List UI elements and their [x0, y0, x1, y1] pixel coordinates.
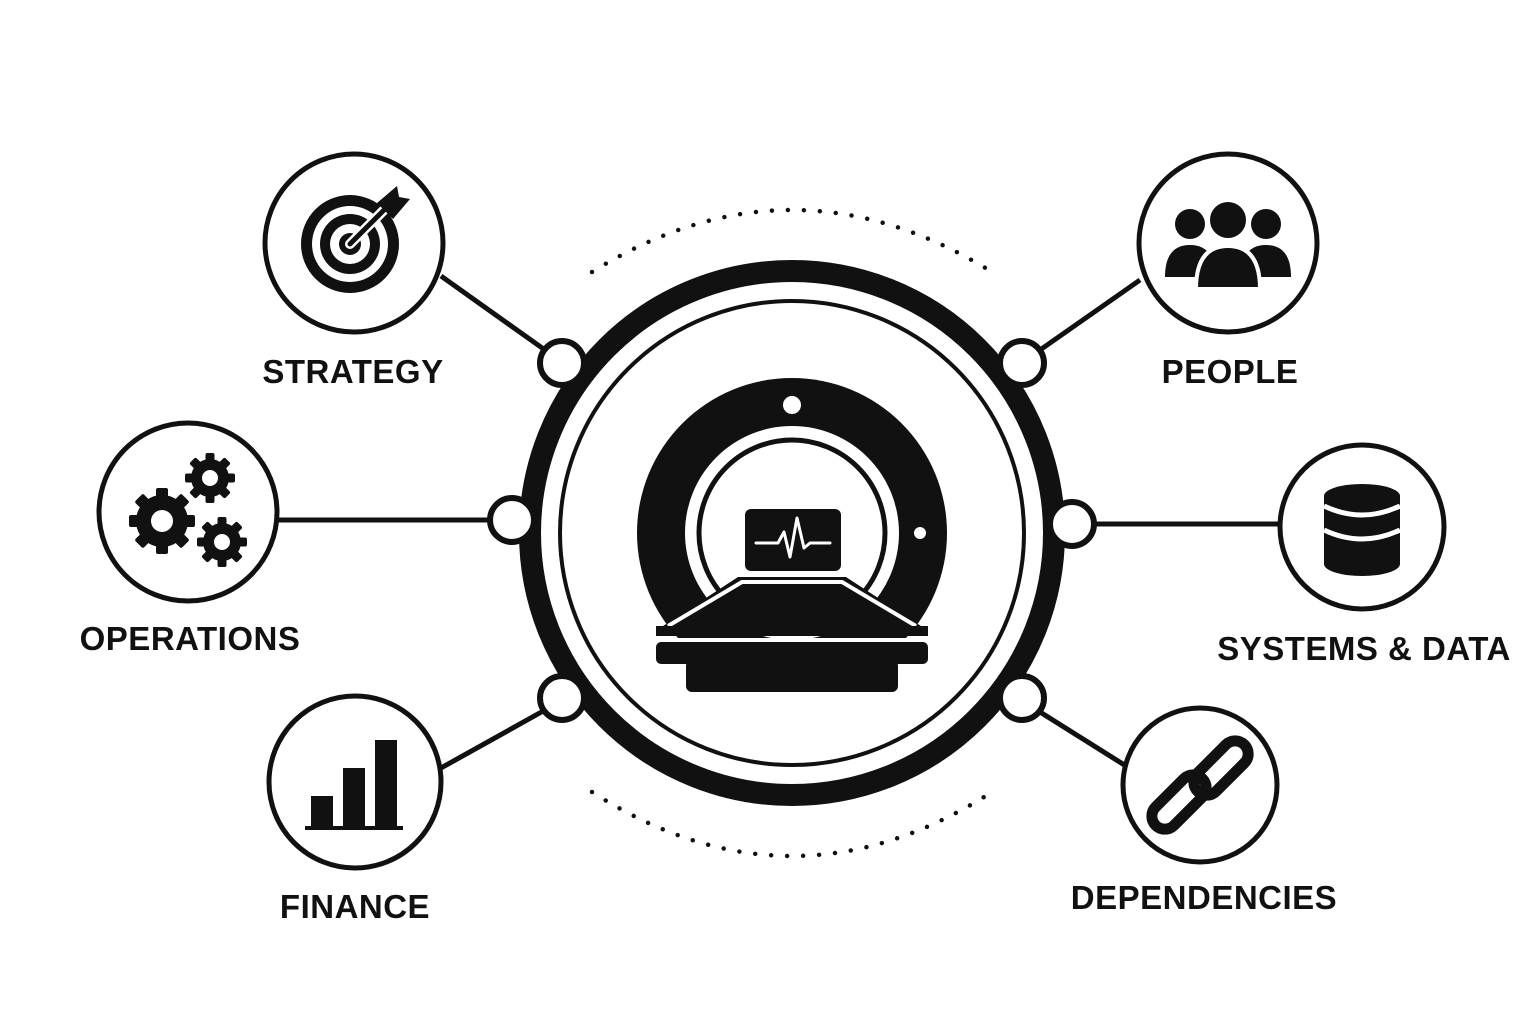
- node-label-dependencies: DEPENDENCIES: [1071, 879, 1337, 916]
- target-icon: [301, 186, 410, 293]
- connectors: [278, 273, 1282, 771]
- dotted-arc-bottom: [589, 789, 995, 859]
- node-label-finance: FINANCE: [280, 888, 430, 925]
- node-label-people: PEOPLE: [1162, 353, 1299, 390]
- gear-large: [129, 488, 195, 554]
- connector-dependencies: [1038, 709, 1128, 769]
- gears-icon: [129, 453, 247, 567]
- port-people: [997, 338, 1047, 388]
- link-icon: [1146, 735, 1254, 835]
- gear-small-bottom: [197, 517, 247, 567]
- node-people: PEOPLE: [1136, 151, 1320, 390]
- hub-ports: [487, 338, 1097, 723]
- port-finance: [537, 673, 587, 723]
- mri-scanner-icon: [637, 378, 947, 692]
- connector-finance: [439, 707, 547, 771]
- node-systems-data: SYSTEMS & DATA: [1217, 442, 1511, 667]
- central-hub: [487, 260, 1097, 806]
- connector-strategy: [439, 273, 547, 353]
- node-finance: FINANCE: [266, 693, 444, 925]
- connector-people: [1038, 277, 1142, 353]
- scanner-base: [686, 660, 898, 692]
- node-label-operations: OPERATIONS: [80, 620, 301, 657]
- hub-inner-ring: [558, 299, 1026, 767]
- dotted-arc-top: [589, 207, 995, 275]
- heartbeat-line: [754, 516, 832, 559]
- node-label-strategy: STRATEGY: [262, 353, 443, 390]
- node-operations: OPERATIONS: [80, 420, 301, 657]
- port-strategy: [537, 338, 587, 388]
- port-operations: [487, 495, 537, 545]
- gear-small-top: [185, 453, 235, 503]
- bar-chart-icon: [305, 740, 403, 830]
- scanner-indicator-light: [783, 396, 801, 414]
- node-circle-people: [1136, 151, 1320, 335]
- people-icon: [1165, 198, 1291, 291]
- node-dependencies: DEPENDENCIES: [1071, 705, 1337, 916]
- database-icon: [1322, 484, 1402, 576]
- port-systems-data: [1047, 499, 1097, 549]
- node-strategy: STRATEGY: [262, 151, 446, 390]
- node-circle-operations: [96, 420, 280, 604]
- node-circle-dependencies: [1120, 705, 1280, 865]
- node-label-systems-data: SYSTEMS & DATA: [1217, 630, 1511, 667]
- port-dependencies: [997, 673, 1047, 723]
